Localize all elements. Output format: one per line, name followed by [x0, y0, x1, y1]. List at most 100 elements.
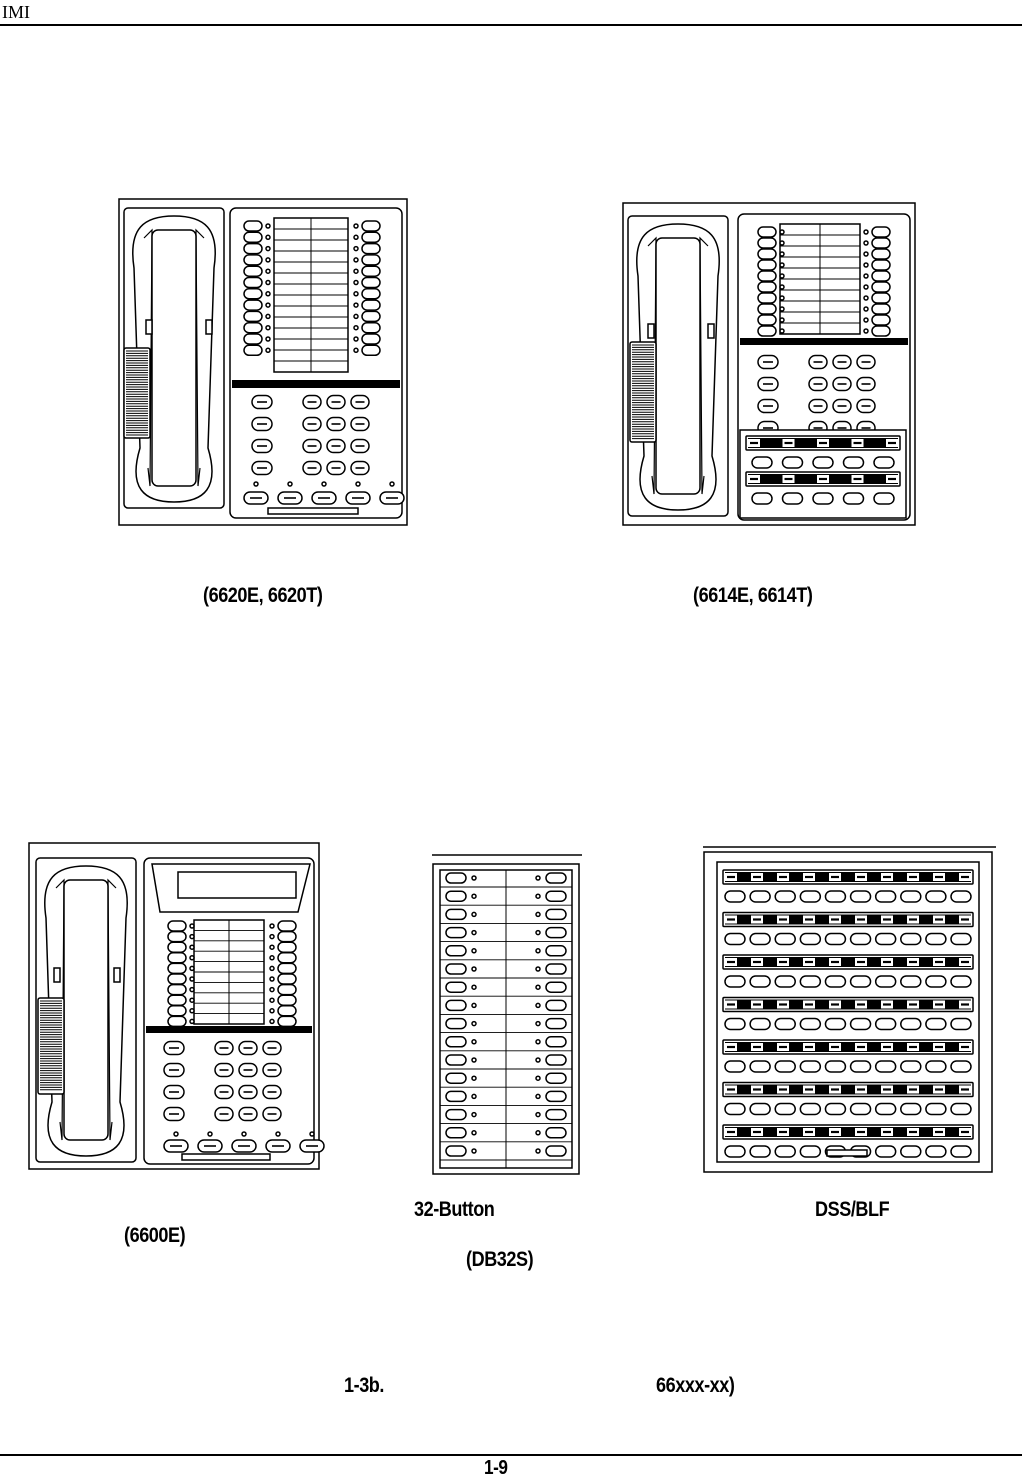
designation-label-strip [273, 217, 349, 373]
dss-key [950, 932, 972, 946]
line-key [757, 270, 777, 282]
db32-key [545, 1127, 567, 1139]
blf-band [722, 1039, 974, 1055]
dss-key [724, 1145, 746, 1158]
line-key [167, 930, 187, 943]
line-key [757, 237, 777, 249]
designation-label-strip [193, 919, 265, 1025]
line-key [871, 259, 891, 271]
speaker-grille [37, 997, 65, 1095]
line-key [243, 254, 263, 266]
db32-key [445, 945, 467, 957]
dss-key [812, 456, 834, 469]
db32-key [445, 1145, 467, 1157]
line-key [871, 281, 891, 293]
caption-dss-name: DSS/BLF [815, 1198, 890, 1221]
dss-key [724, 890, 746, 903]
line-key [871, 325, 891, 337]
dss-key [950, 890, 972, 903]
dss-key [724, 975, 746, 988]
dss-key [749, 1145, 771, 1158]
line-key [361, 333, 381, 345]
dss-key [724, 1102, 746, 1116]
db32-key [445, 981, 467, 993]
db32-key [445, 999, 467, 1012]
line-key [167, 973, 187, 985]
dss-key [900, 890, 922, 903]
figure-code: 66xxx-xx) [656, 1374, 735, 1397]
db32-key [545, 908, 567, 921]
dss-key [842, 456, 865, 469]
dss-key [774, 1102, 796, 1116]
db32-key [545, 1072, 567, 1084]
dss-key [874, 975, 897, 988]
line-key [277, 941, 297, 953]
db32-key [545, 1108, 567, 1121]
dss-key [900, 975, 922, 988]
db32-key [445, 963, 467, 975]
line-key [277, 952, 297, 964]
line-key [757, 281, 777, 293]
dss-key [950, 975, 972, 988]
line-key [757, 292, 777, 304]
line-key [757, 325, 777, 337]
caption-phone-6614: (6614E, 6614T) [693, 584, 813, 607]
dss-key [774, 932, 796, 946]
line-key [871, 292, 891, 304]
db32-key [445, 1108, 467, 1121]
dss-key [774, 975, 796, 988]
line-key [361, 299, 381, 311]
line-key [167, 952, 187, 964]
line-key [361, 265, 381, 277]
dss-key [900, 932, 922, 946]
db32-key [445, 872, 467, 884]
db32-key [445, 1054, 467, 1066]
line-key [277, 973, 297, 985]
figure-number: 1-3b. [344, 1374, 385, 1397]
line-key [243, 276, 263, 289]
dss-key [724, 1017, 746, 1031]
line-key [871, 303, 891, 315]
line-key [871, 314, 891, 326]
line-key [167, 962, 187, 975]
line-key [243, 220, 263, 232]
dss-key [925, 1145, 947, 1158]
page-number: 1-9 [484, 1457, 508, 1479]
line-key [277, 983, 297, 996]
blf-band [722, 911, 974, 928]
dss-key [824, 1017, 847, 1031]
dss-key [749, 1060, 771, 1073]
line-key [167, 994, 187, 1006]
dss-key [774, 890, 796, 903]
dss-key [749, 975, 771, 988]
dss-key [849, 1060, 872, 1073]
line-key [277, 994, 297, 1006]
line-key [871, 237, 891, 249]
db32-key [545, 890, 567, 902]
dss-key [873, 456, 895, 469]
dss-key [849, 1017, 872, 1031]
dss-key [950, 1060, 972, 1073]
dss-key [874, 1060, 897, 1073]
line-key [243, 288, 263, 300]
db32-module-illustration [432, 854, 582, 1175]
dss-key [925, 975, 947, 988]
line-key [361, 276, 381, 289]
dss-key [812, 492, 834, 505]
caption-phone-6620: (6620E, 6620T) [203, 584, 323, 607]
db32-key [445, 926, 467, 939]
caption-phone-6600: (6600E) [124, 1224, 186, 1247]
line-key [243, 333, 263, 345]
dss-key [781, 456, 804, 469]
dss-key [900, 1102, 922, 1116]
line-key [757, 226, 777, 238]
line-key [277, 1005, 297, 1017]
line-key [361, 310, 381, 323]
dss-key [900, 1060, 922, 1073]
caption-db32-model: (DB32S) [466, 1248, 534, 1271]
dss-key [873, 492, 895, 505]
dss-key [749, 932, 771, 946]
dss-key [751, 456, 773, 469]
footer-rule [0, 1454, 1022, 1456]
dss-key [751, 492, 773, 505]
